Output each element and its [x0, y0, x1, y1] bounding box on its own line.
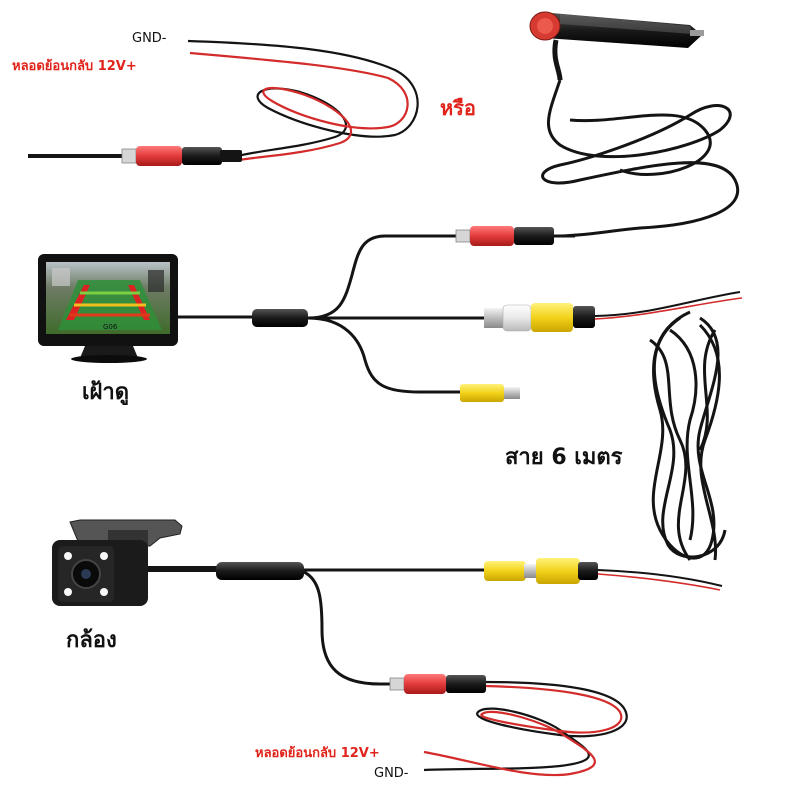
camera-lead — [216, 562, 484, 686]
or-label: หรือ — [440, 96, 476, 120]
cable-length-label: สาย 6 เมตร — [505, 445, 623, 470]
top-power-lead — [28, 39, 419, 166]
cable-coil — [649, 310, 727, 561]
bottom-power-lead — [389, 674, 628, 777]
cigarette-lighter-plug-icon — [529, 11, 740, 238]
power-connector-mid — [455, 226, 575, 246]
bottom-gnd-label: GND- — [374, 766, 409, 781]
camera-icon — [52, 519, 218, 606]
screen-label: G06 — [103, 323, 118, 331]
top-gnd-label: GND- — [132, 31, 167, 46]
top-reverse-label: หลอดย้อนกลับ 12V+ — [12, 59, 137, 74]
camera-label: กล้อง — [66, 628, 117, 653]
rca-connector-monitor-video — [460, 384, 520, 402]
monitor-icon: G06 — [38, 254, 178, 363]
bottom-reverse-label: หลอดย้อนกลับ 12V+ — [255, 746, 380, 761]
rca-connector-lower — [484, 558, 723, 591]
monitor-lead — [178, 234, 484, 394]
monitor-label: เฝ้าดู — [82, 380, 130, 405]
rca-connector-upper — [484, 291, 743, 332]
